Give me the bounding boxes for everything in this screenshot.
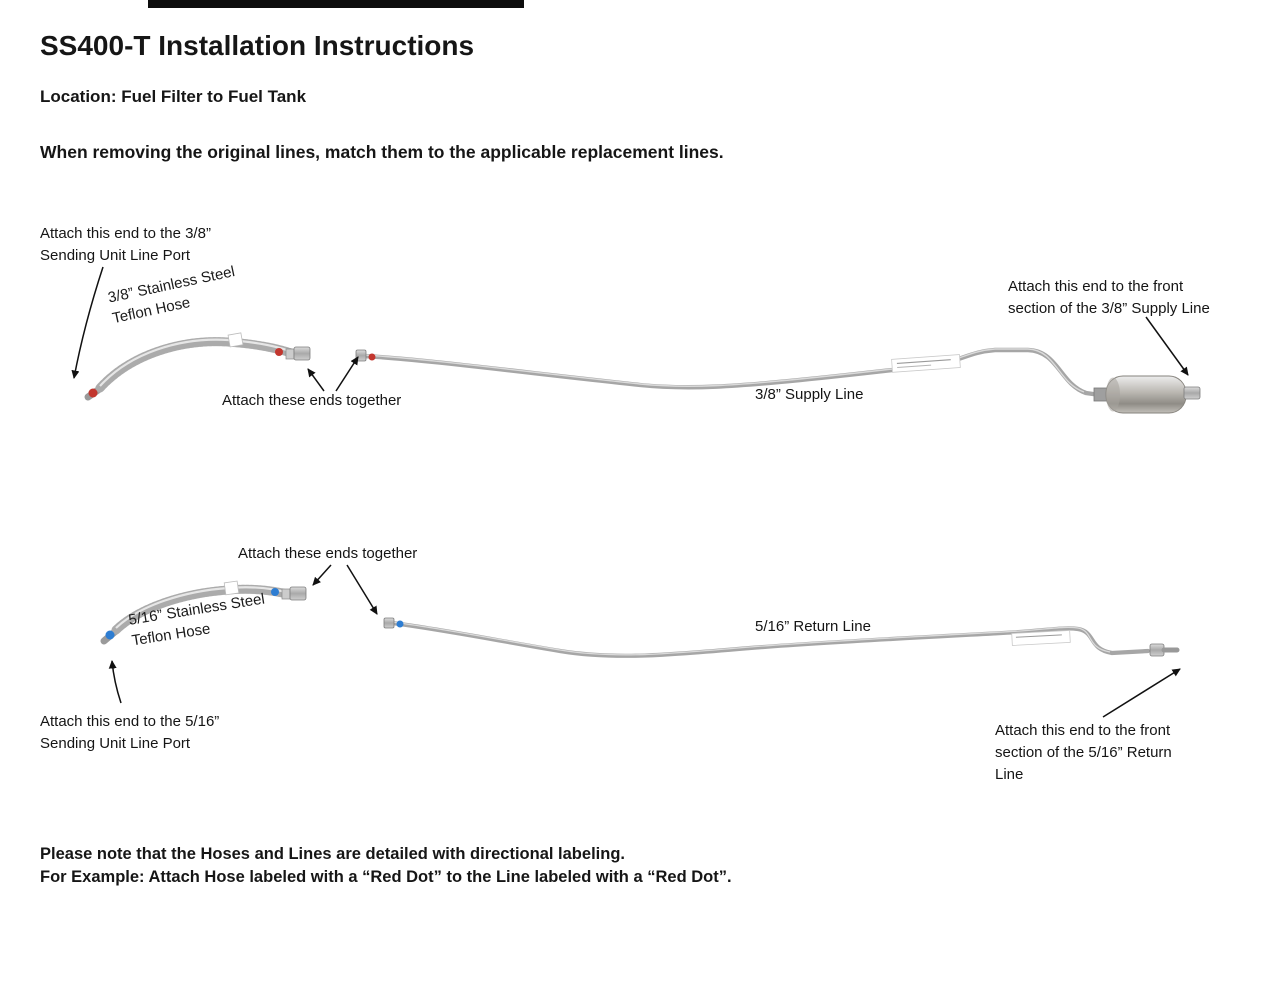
cropped-header-bar: [148, 0, 524, 8]
location-line: Location: Fuel Filter to Fuel Tank: [40, 87, 307, 106]
blue-dot-line-end: [396, 620, 404, 628]
return-line-sticker: [1011, 630, 1071, 646]
page-title: SS400-T Installation Instructions: [40, 30, 475, 61]
return-hose-drawing: [100, 580, 307, 645]
red-dot-hose-tip: [88, 388, 98, 398]
blue-dot-hose-tip: [105, 630, 115, 640]
return-attach-sending-label: Attach this end to the 5/16” Sending Uni…: [40, 713, 220, 752]
red-dot-line-end: [368, 353, 376, 361]
arrow-return-front-end: [1102, 668, 1181, 718]
return-line-label: 5/16” Return Line: [755, 618, 871, 635]
supply-line-drawing: [355, 347, 1201, 414]
supply-hose-drawing: [84, 332, 311, 401]
arrow-supply-hose-end: [307, 368, 325, 392]
line-start-fitting: [383, 617, 395, 629]
hose-end-nut: [293, 346, 311, 361]
supply-line-label: 3/8” Supply Line: [755, 386, 864, 403]
line-start-fitting: [355, 349, 367, 362]
hose-band-label: [223, 580, 240, 596]
red-dot-hose-end: [275, 348, 283, 356]
return-attach-front-label: Attach this end to the front section of …: [995, 722, 1172, 783]
callout-arrows: [71, 266, 1189, 718]
supply-line-sticker: [891, 354, 961, 373]
fuel-filter: [1093, 375, 1201, 414]
directional-note-line2: For Example: Attach Hose labeled with a …: [40, 868, 732, 886]
supply-attach-front-label: Attach this end to the front section of …: [1008, 278, 1210, 317]
directional-note-line1: Please note that the Hoses and Lines are…: [40, 845, 625, 863]
arrow-return-hose-end: [312, 564, 332, 586]
return-line-drawing: [383, 617, 1180, 658]
supply-attach-sending-label: Attach this end to the 3/8” Sending Unit…: [40, 225, 211, 264]
blue-dot-hose-end: [271, 588, 279, 596]
arrow-return-line-end: [346, 564, 378, 615]
arrow-supply-front-end: [1145, 316, 1189, 376]
arrow-return-sending-end: [108, 660, 122, 704]
hose-end-nut: [289, 586, 307, 601]
return-attach-together-label: Attach these ends together: [238, 545, 418, 562]
arrow-supply-sending-end: [71, 266, 104, 379]
arrow-supply-line-end: [335, 356, 359, 392]
instruction-line: When removing the original lines, match …: [40, 142, 724, 162]
hose-band-label: [227, 332, 244, 348]
supply-attach-together-label: Attach these ends together: [222, 392, 402, 409]
